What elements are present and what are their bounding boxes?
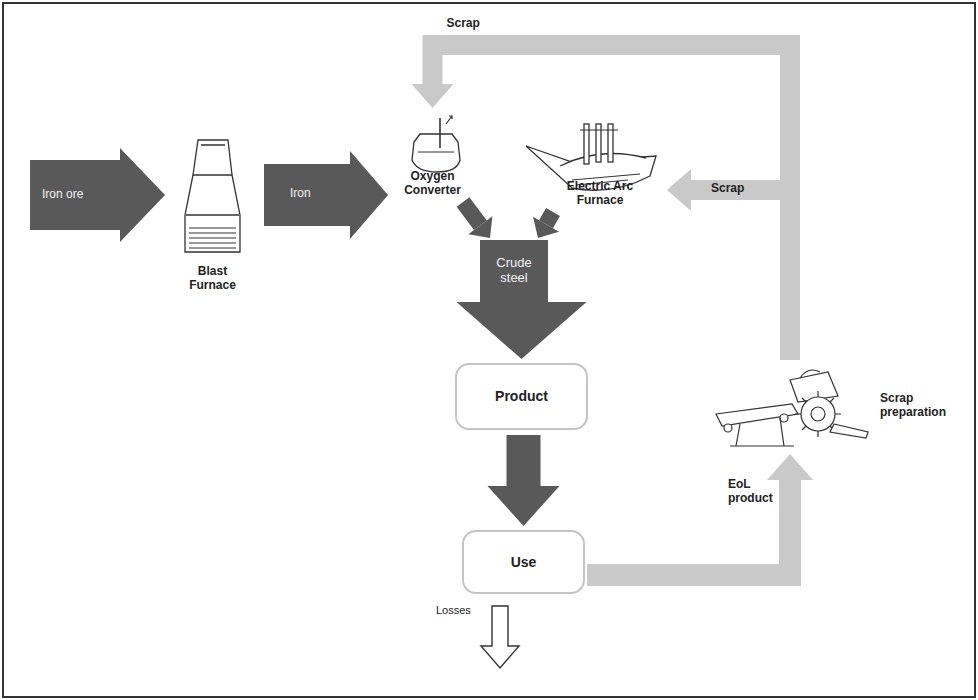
node-label: Scrap preparation <box>880 392 958 420</box>
arrow-shaft <box>264 164 350 226</box>
arrow-shaft <box>433 45 791 360</box>
flow-arrow <box>488 435 560 526</box>
output-label: Losses <box>436 604 471 616</box>
arrow-head <box>457 302 587 359</box>
flow-arrow <box>463 202 492 238</box>
blast-furnace-icon <box>185 140 240 252</box>
arrow-head <box>767 454 813 480</box>
flow-arrow <box>264 151 388 239</box>
input-arrow <box>30 148 165 242</box>
losses-arrow <box>481 606 519 668</box>
edge-label: Scrap <box>447 17 480 31</box>
arrow-shaft <box>463 202 480 225</box>
furnace-node: Blast Furnace <box>165 135 260 295</box>
node-label: Oxygen Converter <box>397 170 469 198</box>
arrow-head <box>533 217 559 238</box>
flow-arrow <box>667 169 790 360</box>
flow-box: Crude steel <box>480 240 548 302</box>
process-box: Product <box>455 363 588 430</box>
input-label: Iron ore <box>42 187 83 201</box>
node-label: Product <box>495 388 548 404</box>
edge-label: Scrap <box>709 182 746 196</box>
arrow-shaft <box>691 190 790 360</box>
node-label: Crude steel <box>482 256 546 286</box>
frame <box>3 3 975 697</box>
arrow-head <box>350 151 388 239</box>
flow-arrow <box>533 212 559 238</box>
oxygen-converter-icon <box>412 116 460 172</box>
edge-label: Iron <box>290 187 311 201</box>
converter-node: Oxygen Converter <box>390 110 475 200</box>
node-label: Blast Furnace <box>182 265 244 293</box>
arrow-head <box>412 84 454 108</box>
arrow-shaft <box>507 435 541 486</box>
arrow-head <box>468 216 492 238</box>
flow-arrow <box>457 302 587 359</box>
furnace-node: Electric Arc Furnace <box>535 118 665 210</box>
arrow-shaft <box>546 212 553 224</box>
process-box: Use <box>462 530 585 594</box>
shredder-icon <box>716 370 868 446</box>
node-label: Electric Arc Furnace <box>559 180 641 208</box>
arrow-head <box>667 169 691 211</box>
flow-arrow <box>587 454 813 575</box>
flow-arrow <box>412 45 791 360</box>
node-label: Use <box>511 554 537 570</box>
arrow-head <box>488 486 560 526</box>
process-node: Scrap preparation <box>708 362 959 450</box>
edge-label: EoL product <box>728 478 773 506</box>
